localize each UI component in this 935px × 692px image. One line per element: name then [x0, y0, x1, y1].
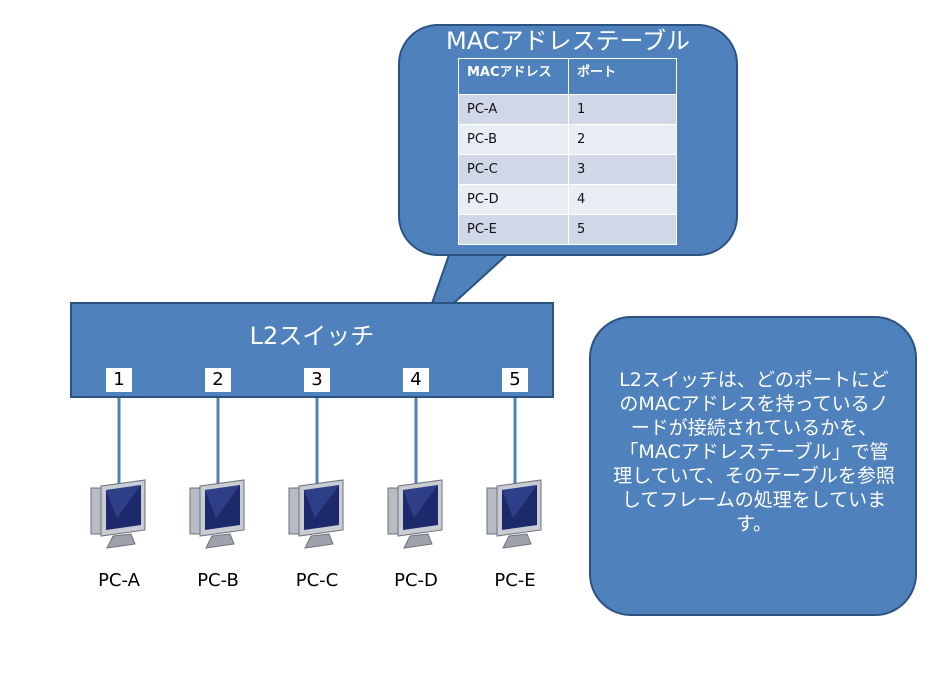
- cell-port: 1: [568, 94, 677, 125]
- pc-label-e: PC-E: [494, 570, 536, 591]
- desktop-computer-icon: [384, 478, 448, 562]
- callout-title: MACアドレステーブル: [445, 27, 691, 55]
- table-row: PC-D 4: [458, 184, 677, 215]
- table-row: PC-E 5: [458, 214, 677, 245]
- table-row: PC-C 3: [458, 154, 677, 185]
- cell-port: 2: [568, 124, 677, 155]
- switch-label: L2スイッチ: [249, 322, 375, 350]
- description-text: L2スイッチは、どのポートにどのMACアドレスを持っているノードが接続されている…: [613, 369, 895, 535]
- desktop-computer-icon: [285, 478, 349, 562]
- mac-address-table: MACアドレス ポート PC-A 1 PC-B 2 PC-C 3 PC-D 4 …: [458, 58, 677, 245]
- description-box: [589, 316, 917, 616]
- cell-mac: PC-A: [458, 94, 569, 125]
- table-row: PC-A 1: [458, 94, 677, 125]
- table-header-row: MACアドレス ポート: [458, 58, 677, 95]
- cell-mac: PC-E: [458, 214, 569, 245]
- cell-mac: PC-D: [458, 184, 569, 215]
- desktop-computer-icon: [186, 478, 250, 562]
- desktop-computer-icon: [483, 478, 547, 562]
- switch-port-5: 5: [502, 368, 528, 392]
- switch-port-2: 2: [205, 368, 231, 392]
- cell-mac: PC-B: [458, 124, 569, 155]
- switch-port-4: 4: [403, 368, 429, 392]
- pc-label-d: PC-D: [394, 570, 438, 591]
- cell-port: 3: [568, 154, 677, 185]
- cell-port: 4: [568, 184, 677, 215]
- desktop-computer-icon: [87, 478, 151, 562]
- switch-port-3: 3: [304, 368, 330, 392]
- header-mac-address: MACアドレス: [458, 58, 569, 95]
- pc-label-c: PC-C: [295, 570, 339, 591]
- cell-port: 5: [568, 214, 677, 245]
- cell-mac: PC-C: [458, 154, 569, 185]
- pc-label-a: PC-A: [98, 570, 140, 591]
- table-row: PC-B 2: [458, 124, 677, 155]
- pc-label-b: PC-B: [197, 570, 239, 591]
- header-port: ポート: [568, 58, 677, 95]
- switch-port-1: 1: [106, 368, 132, 392]
